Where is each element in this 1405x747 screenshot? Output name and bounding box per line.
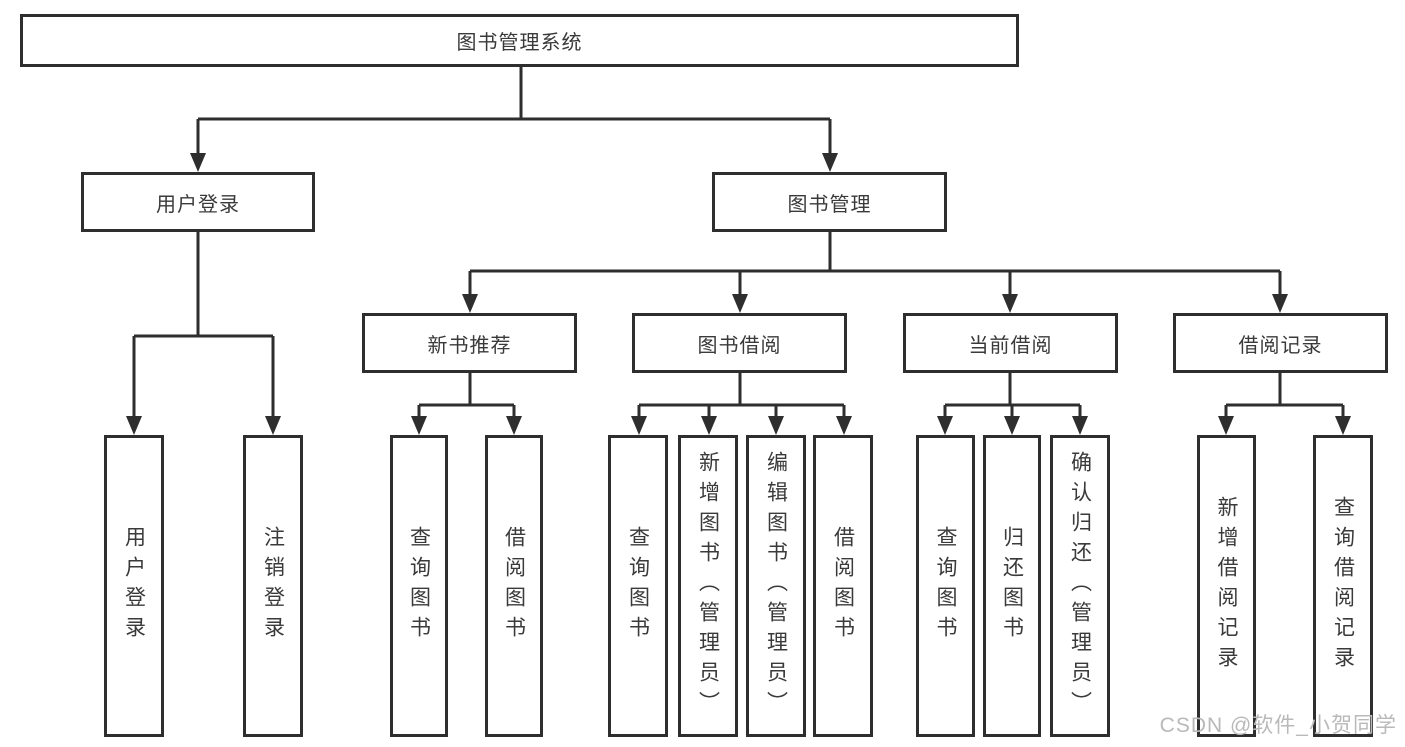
node-label: 用户登录 bbox=[122, 526, 146, 646]
node-label: 注销登录 bbox=[261, 526, 285, 646]
node-new-book-recommend: 新书推荐 bbox=[362, 313, 577, 373]
node-label: 图书借阅 bbox=[697, 334, 782, 357]
leaf-return-books: 归还图书 bbox=[983, 435, 1041, 737]
leaf-edit-books-admin: 编辑图书（管理员） bbox=[746, 435, 806, 737]
node-label: 新增借阅记录 bbox=[1215, 496, 1238, 676]
node-label: 确认归还（管理员） bbox=[1068, 451, 1092, 721]
node-current-borrow: 当前借阅 bbox=[903, 313, 1118, 373]
node-label: 借阅图书 bbox=[831, 526, 855, 646]
leaf-query-books-1: 查询图书 bbox=[390, 435, 448, 737]
leaf-add-books-admin: 新增图书（管理员） bbox=[678, 435, 738, 737]
node-book-borrow: 图书借阅 bbox=[632, 313, 847, 373]
node-label: 新书推荐 bbox=[427, 334, 512, 357]
node-root-system: 图书管理系统 bbox=[20, 14, 1019, 67]
node-label: 归还图书 bbox=[1000, 526, 1024, 646]
leaf-logout: 注销登录 bbox=[243, 435, 303, 737]
leaf-borrow-books-1: 借阅图书 bbox=[485, 435, 543, 737]
node-label: 编辑图书（管理员） bbox=[764, 451, 788, 721]
leaf-borrow-books-2: 借阅图书 bbox=[813, 435, 873, 737]
node-label: 当前借阅 bbox=[968, 334, 1053, 357]
node-book-management: 图书管理 bbox=[712, 172, 947, 232]
leaf-add-borrow-record: 新增借阅记录 bbox=[1197, 435, 1256, 737]
leaf-query-books-2: 查询图书 bbox=[608, 435, 668, 737]
node-label: 用户登录 bbox=[156, 193, 240, 216]
node-label: 查询图书 bbox=[934, 526, 957, 646]
leaf-confirm-return-admin: 确认归还（管理员） bbox=[1050, 435, 1110, 737]
leaf-query-books-3: 查询图书 bbox=[916, 435, 975, 737]
node-label: 查询借阅记录 bbox=[1331, 496, 1355, 676]
node-label: 新增图书（管理员） bbox=[696, 451, 720, 721]
leaf-query-borrow-record: 查询借阅记录 bbox=[1313, 435, 1373, 737]
node-label: 借阅图书 bbox=[502, 526, 526, 646]
node-label: 借阅记录 bbox=[1238, 334, 1323, 357]
node-label: 图书管理 bbox=[787, 193, 872, 216]
leaf-user-login: 用户登录 bbox=[104, 435, 164, 737]
node-label: 查询图书 bbox=[407, 526, 431, 646]
node-label: 图书管理系统 bbox=[456, 32, 583, 54]
node-borrow-records: 借阅记录 bbox=[1173, 313, 1388, 373]
node-label: 查询图书 bbox=[626, 526, 650, 646]
arrowheads bbox=[126, 153, 1351, 435]
node-user-login-group: 用户登录 bbox=[81, 172, 315, 232]
